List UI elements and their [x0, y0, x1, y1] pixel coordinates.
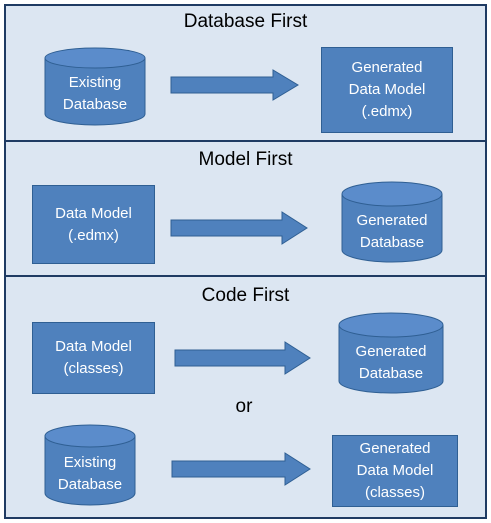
database-icon — [44, 47, 146, 126]
right-arrow-icon — [170, 69, 299, 101]
database-icon — [341, 181, 443, 263]
cylinder-label: Generated Database — [355, 343, 427, 382]
cylinder-label: Existing Database — [62, 74, 128, 113]
or-separator: or — [235, 396, 253, 417]
database-icon — [338, 312, 444, 394]
right-arrow-icon — [170, 211, 308, 245]
right-arrow-icon — [174, 341, 311, 375]
data-model-box: Data Model (.edmx) — [32, 185, 155, 264]
existing-database-cylinder: Existing Database — [44, 424, 136, 506]
right-arrow-icon — [171, 452, 311, 486]
generated-data-model-classes-box: Generated Data Model (classes) — [332, 435, 458, 507]
section-title: Database First — [183, 11, 308, 32]
existing-database-cylinder: Existing Database — [44, 47, 146, 126]
section-database-first: Database First Existing Database Generat… — [6, 6, 485, 140]
database-icon — [44, 424, 136, 506]
section-title: Model First — [198, 149, 293, 170]
section-code-first: Code First Data Model (classes) Generate… — [6, 275, 485, 517]
section-model-first: Model First Data Model (.edmx) Generated… — [6, 140, 485, 275]
cylinder-label: Existing Database — [57, 454, 123, 493]
generated-data-model-box: Generated Data Model (.edmx) — [321, 47, 453, 133]
diagram-frame: Database First Existing Database Generat… — [4, 4, 487, 519]
generated-database-cylinder: Generated Database — [341, 181, 443, 263]
section-title: Code First — [201, 285, 290, 306]
data-model-classes-box: Data Model (classes) — [32, 322, 155, 394]
cylinder-label: Generated Database — [356, 212, 428, 251]
generated-database-cylinder: Generated Database — [338, 312, 444, 394]
